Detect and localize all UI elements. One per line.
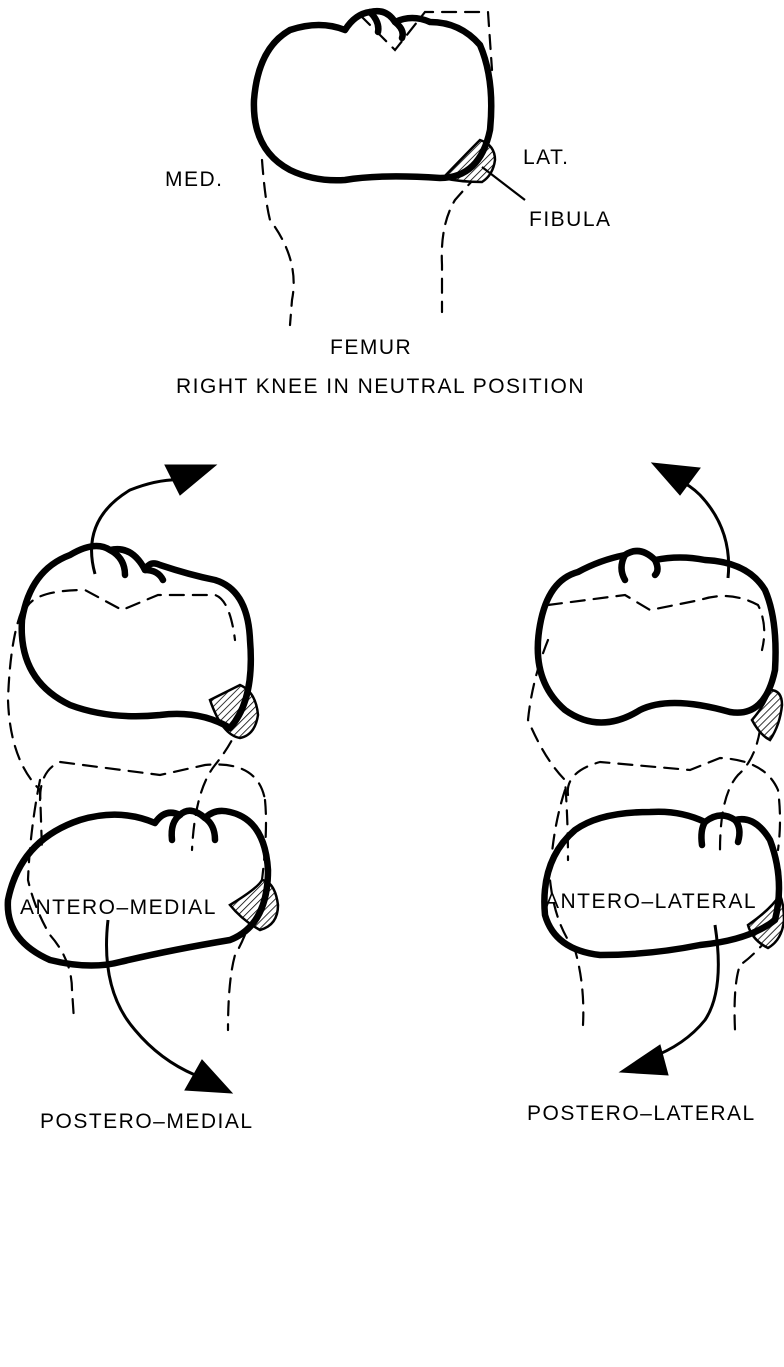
label-femur: FEMUR <box>330 336 412 359</box>
postero-lateral-tibial-plateau <box>544 812 779 955</box>
antero-medial-fibula-head <box>210 685 258 738</box>
antero-lateral-tibial-spine <box>622 555 658 580</box>
antero-medial-view <box>8 465 258 850</box>
postero-lateral-rotation-arrowhead <box>620 1045 668 1075</box>
postero-medial-femur-condyle-outline <box>40 762 265 800</box>
label-antero-medial: ANTERO–MEDIAL <box>20 896 217 919</box>
label-fibula: FIBULA <box>529 208 612 231</box>
postero-medial-rotation-arrow-line <box>107 920 195 1075</box>
postero-medial-view <box>8 762 278 1093</box>
neutral-position-view <box>254 11 525 325</box>
postero-medial-rotation-arrowhead <box>185 1060 232 1093</box>
postero-lateral-femur-condyle-outline <box>568 758 780 850</box>
label-postero-medial: POSTERO–MEDIAL <box>40 1110 254 1133</box>
label-medial: MED. <box>165 168 224 191</box>
label-antero-lateral: ANTERO–LATERAL <box>545 890 757 913</box>
fibula-pointer-line <box>482 167 525 200</box>
neutral-femur-outline <box>262 160 294 325</box>
label-postero-lateral: POSTERO–LATERAL <box>527 1102 756 1125</box>
antero-lateral-view <box>528 463 782 860</box>
antero-medial-rotation-arrowhead <box>165 465 216 495</box>
antero-lateral-femur-outline <box>528 640 568 860</box>
neutral-tibial-plateau <box>254 11 491 180</box>
neutral-femur-outline-lateral <box>442 175 478 312</box>
antero-medial-femur-condyle-outline <box>25 590 235 640</box>
label-lateral: LAT. <box>523 146 569 169</box>
caption-neutral-position: RIGHT KNEE IN NEUTRAL POSITION <box>176 375 585 398</box>
postero-lateral-view <box>544 758 784 1075</box>
antero-lateral-femur-condyle-outline <box>548 595 764 650</box>
postero-medial-tibial-plateau <box>8 811 268 966</box>
